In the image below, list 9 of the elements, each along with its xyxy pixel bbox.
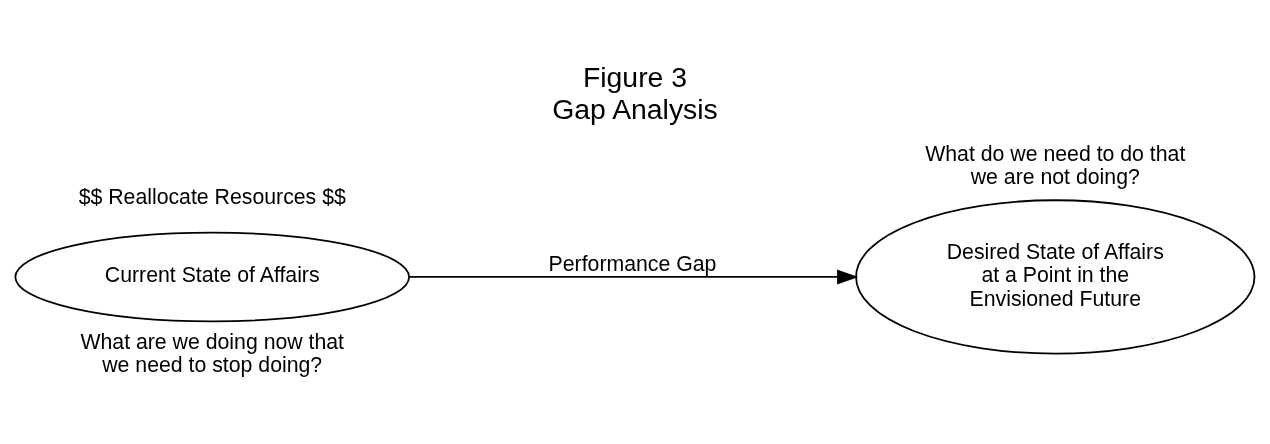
caption: Gap Analysis xyxy=(552,92,718,125)
node-ellipse: Desired State of Affairs at a Point in the Envisioned Future xyxy=(855,199,1256,355)
node-label: What do we need to do that we are not doing? xyxy=(925,142,1186,190)
label: $$ Reallocate Resources $$ xyxy=(78,185,346,210)
diagram-title: Figure 3 xyxy=(582,60,688,93)
edge-label: Performance Gap xyxy=(548,251,717,276)
node-ellipse: Current State of Affairs xyxy=(14,231,410,323)
arrow xyxy=(408,269,859,285)
node-label: What are we doing now that we need to stop doing? xyxy=(80,329,345,378)
